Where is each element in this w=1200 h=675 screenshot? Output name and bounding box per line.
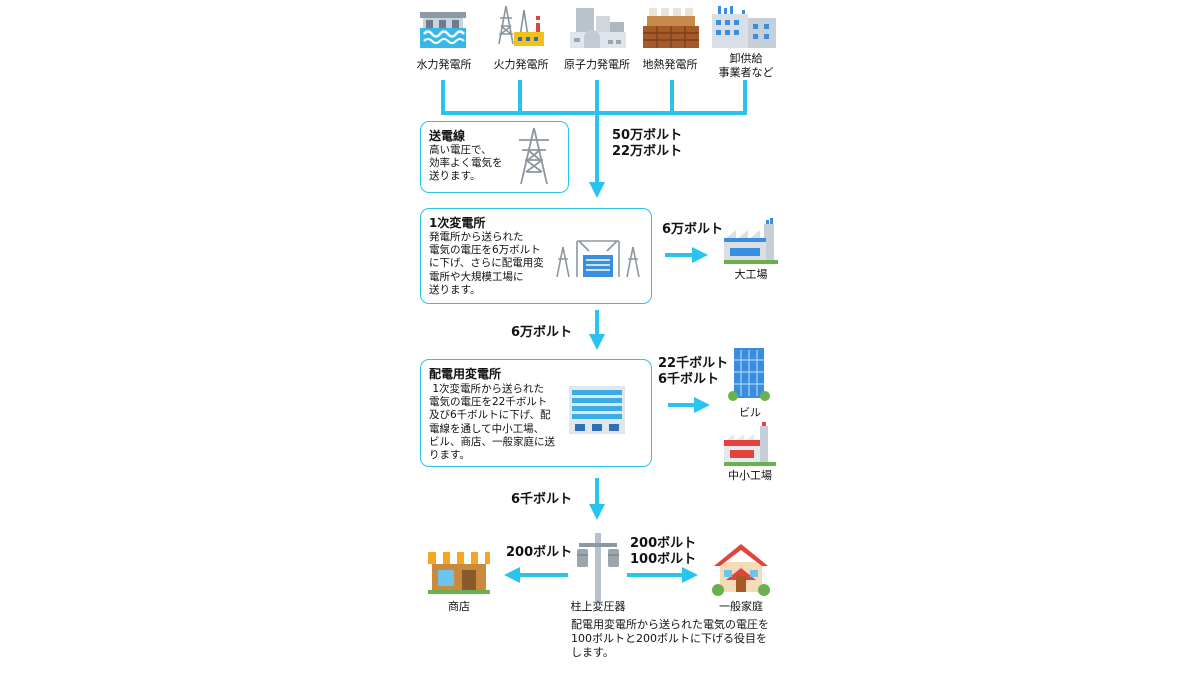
large-factory-label: 大工場 (734, 268, 768, 281)
shop-voltage: 200ボルト (506, 545, 573, 560)
geothermal-plant-icon (643, 8, 699, 48)
pole-transformer-label: 柱上変圧器 (570, 600, 626, 613)
home-voltage: 200ボルト 100ボルト (630, 536, 697, 567)
primary-substation-box: 1次変電所 発電所から送られた 電気の電圧を6万ボルト に下げ、さらに配電用変 … (420, 208, 652, 304)
plant-label-hydro: 水力発電所 (416, 58, 472, 71)
hydro-plant-icon (420, 12, 466, 48)
shop-icon (428, 552, 490, 594)
distribution-substation-desc: 1次変電所から送られた 電気の電圧を22千ボルト 及び6千ボルトに下げ、配 電線… (429, 383, 555, 462)
plant-label-thermal: 火力発電所 (493, 58, 549, 71)
pole-transformer-note: 配電用変電所から送られた電気の電圧を 100ボルトと200ボルトに下げる役目を … (571, 618, 769, 659)
transmission-voltage: 50万ボルト 22万ボルト (612, 128, 683, 159)
office-building-icon (728, 348, 770, 401)
plant-label-nuclear: 原子力発電所 (564, 58, 630, 71)
large-factory-icon (724, 218, 778, 264)
substation-icon (556, 240, 640, 278)
primary-substation-desc: 発電所から送られた 電気の電圧を6万ボルト に下げ、さらに配電用変 電所や大規模… (429, 231, 544, 296)
primary-out-voltage: 6万ボルト (662, 222, 724, 237)
house-icon (712, 544, 770, 596)
plant-label-wholesale: 卸供給 事業者など (718, 52, 774, 79)
thermal-plant-icon (498, 5, 544, 46)
transmission-desc: 高い電圧で、 効率よく電気を 送ります。 (429, 144, 503, 183)
primary-down-voltage: 6万ボルト (511, 325, 573, 340)
distribution-substation-icon (569, 386, 625, 434)
transmission-line-box: 送電線 高い電圧で、 効率よく電気を 送ります。 (420, 121, 569, 193)
utility-pole-transformer-icon (577, 533, 619, 601)
home-label: 一般家庭 (719, 600, 763, 613)
transmission-title: 送電線 (429, 129, 466, 143)
distribution-out-voltage: 22千ボルト 6千ボルト (658, 356, 729, 387)
shop-label: 商店 (448, 600, 470, 613)
transmission-tower-icon (519, 127, 549, 185)
small-factory-icon (724, 422, 776, 466)
distribution-down-voltage: 6千ボルト (511, 492, 573, 507)
building-label: ビル (739, 406, 761, 419)
small-factory-label: 中小工場 (728, 469, 772, 482)
distribution-substation-box: 配電用変電所 1次変電所から送られた 電気の電圧を22千ボルト 及び6千ボルトに… (420, 359, 652, 467)
primary-substation-title: 1次変電所 (429, 216, 486, 230)
plant-label-geothermal: 地熱発電所 (642, 58, 698, 71)
nuclear-plant-icon (570, 8, 626, 48)
wholesale-supplier-icon (712, 6, 776, 48)
distribution-substation-title: 配電用変電所 (429, 367, 502, 381)
